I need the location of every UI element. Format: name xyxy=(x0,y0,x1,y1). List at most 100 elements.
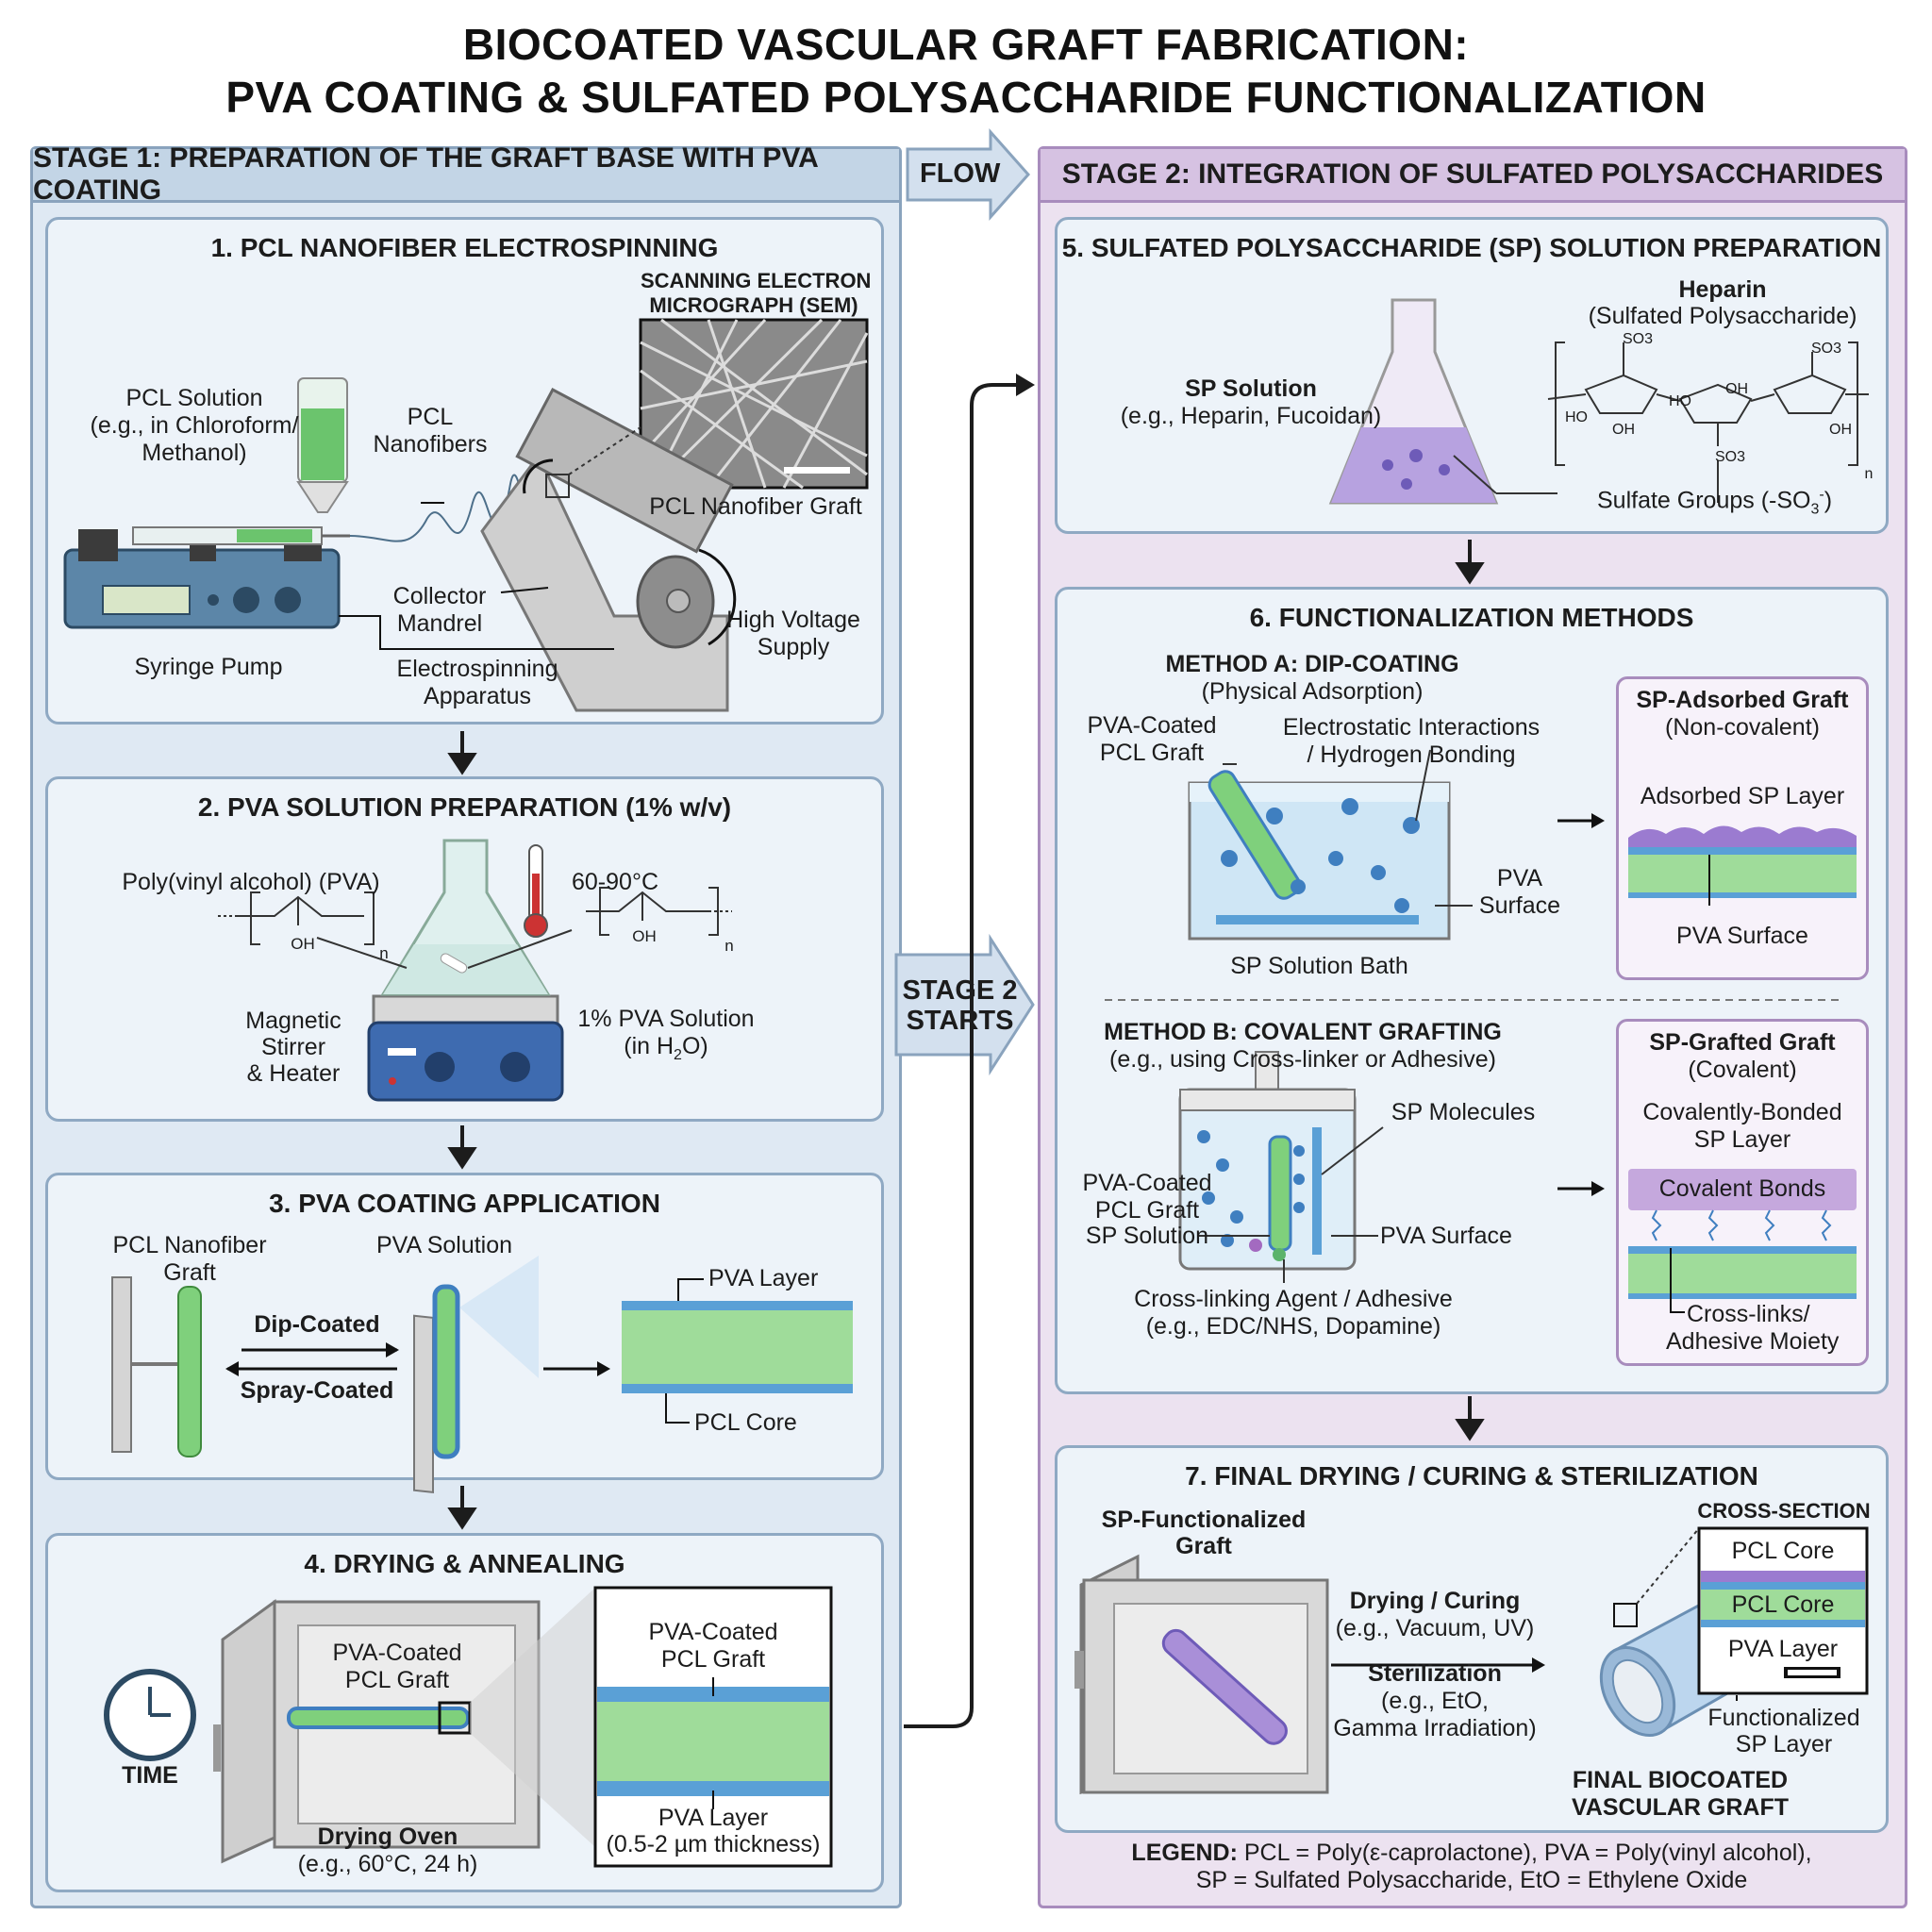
drying-illustration xyxy=(104,1586,833,1868)
step-4-title: 4. DRYING & ANNEALING xyxy=(304,1549,625,1578)
sp-grafted-box: SP-Grafted Graft (Covalent) Covalently-B… xyxy=(1616,1019,1869,1366)
pva-label: Poly(vinyl alcohol) (PVA) xyxy=(122,869,380,895)
method-b-subtitle: (e.g., using Cross-linker or Adhesive) xyxy=(1109,1046,1496,1073)
sp-bath-label: SP Solution Bath xyxy=(1230,953,1408,979)
pcl-solution-label-3: Methanol) xyxy=(142,440,247,466)
n-label-left: n xyxy=(379,944,389,962)
final-graft-label-1: FINAL BIOCOATED xyxy=(1572,1767,1789,1793)
spray-coated-label: Spray-Coated xyxy=(240,1377,394,1404)
method-b-agent-label-2: (e.g., EDC/NHS, Dopamine) xyxy=(1145,1313,1441,1340)
zoom-graft-label-1: PVA-Coated xyxy=(648,1619,778,1645)
heparin-label-1: Heparin xyxy=(1678,276,1767,303)
method-a-pva-label-2: Surface xyxy=(1478,892,1561,919)
time-label: TIME xyxy=(122,1762,178,1789)
final-graft-label-2: VASCULAR GRAFT xyxy=(1571,1794,1790,1821)
hv-label-1: High Voltage xyxy=(726,607,860,633)
coated-graft xyxy=(432,1284,460,1459)
sp-solution-illustration xyxy=(1328,298,1869,505)
heparin-label-2: (Sulfated Polysaccharide) xyxy=(1588,303,1857,329)
pva-solution-label-1: 1% PVA Solution xyxy=(577,1006,755,1032)
nanofibers-label-2: Nanofibers xyxy=(373,431,488,458)
adsorbed-layer-label: Adsorbed SP Layer xyxy=(1640,783,1845,809)
step-2-title: 2. PVA SOLUTION PREPARATION (1% w/v) xyxy=(197,792,732,822)
collector-label-1: Collector xyxy=(392,583,487,609)
func-layer-label-1: Functionalized xyxy=(1707,1705,1860,1731)
step-5-panel: 5. SULFATED POLYSACCHARIDE (SP) SOLUTION… xyxy=(1055,217,1889,534)
electrospinning-illustration xyxy=(63,318,869,712)
adsorbed-surface-label: PVA Surface xyxy=(1676,923,1808,949)
method-b-solution-label: SP Solution xyxy=(1085,1223,1209,1249)
stirrer-label-1: Magnetic xyxy=(245,1008,341,1034)
oven-graft-label-2: PCL Graft xyxy=(344,1667,450,1693)
collector-mandrel xyxy=(515,388,734,554)
stage2-start-label-2: STARTS xyxy=(906,1006,1014,1036)
sem-fibers xyxy=(639,318,869,490)
step-6-title: 6. FUNCTIONALIZATION METHODS xyxy=(1249,603,1694,632)
step-4-panel: 4. DRYING & ANNEALING TIME PVA-Coated PC… xyxy=(45,1533,884,1892)
pva-coating-illustration xyxy=(111,1256,853,1493)
pva-solution-label-2: (in H2O) xyxy=(624,1033,708,1063)
pva-solution-label: PVA Solution xyxy=(375,1232,513,1258)
legend-line-2: SP = Sulfated Polysaccharide, EtO = Ethy… xyxy=(1195,1867,1748,1893)
hot-plate-top xyxy=(372,994,559,1026)
syringe-pump-label: Syringe Pump xyxy=(134,654,283,680)
oh-label-right: OH xyxy=(632,927,657,945)
temperature-label: 60-90°C xyxy=(572,869,658,895)
grafted-title: SP-Grafted Graft xyxy=(1649,1029,1836,1056)
sp-molecules-b xyxy=(1197,1130,1305,1247)
cross-links-label-1: Cross-links/ xyxy=(1687,1301,1810,1327)
oh-label-3: OH xyxy=(1829,422,1852,438)
layer-diagram-pva-top xyxy=(622,1301,853,1310)
pva-preparation-illustration xyxy=(218,839,732,1102)
page-title-line-1: BIOCOATED VASCULAR GRAFT FABRICATION: xyxy=(462,20,1470,69)
cross-links-label-2: Adhesive Moiety xyxy=(1666,1328,1840,1355)
zoom-graft-label-2: PCL Graft xyxy=(660,1646,766,1673)
ho-label-1: HO xyxy=(1565,409,1588,425)
sterilization-label-2: (e.g., EtO, xyxy=(1381,1688,1489,1714)
method-b-surface-label: PVA Surface xyxy=(1380,1223,1512,1249)
spray-cone xyxy=(459,1256,539,1378)
method-a-graft-label-2: PCL Graft xyxy=(1099,740,1205,766)
stirrer-label-3: & Heater xyxy=(246,1060,341,1087)
covalent-graft xyxy=(1268,1135,1292,1252)
nanofibers-label-1: PCL xyxy=(407,404,454,430)
step-5-title: 5. SULFATED POLYSACCHARIDE (SP) SOLUTION… xyxy=(1061,233,1882,262)
func-layer-label-2: SP Layer xyxy=(1735,1731,1833,1757)
cross-section-label: CROSS-SECTION xyxy=(1697,1499,1871,1523)
page-title-line-2: PVA COATING & SULFATED POLYSACCHARIDE FU… xyxy=(225,73,1707,122)
zoom-layer-label-1: PVA Layer xyxy=(658,1805,769,1831)
oven-label-2: (e.g., 60°C, 24 h) xyxy=(297,1851,478,1877)
apparatus-label-2: Apparatus xyxy=(424,683,531,709)
collector-label-2: Mandrel xyxy=(396,610,483,637)
heparin-structure xyxy=(1547,341,1869,466)
stirrer-label-2: Stirrer xyxy=(260,1034,326,1060)
sem-label-2: MICROGRAPH (SEM) xyxy=(649,293,858,317)
so3-label-right: SO3 xyxy=(1810,341,1841,357)
apparatus-label-1: Electrospinning xyxy=(396,656,558,682)
graft-label-2: Graft xyxy=(163,1259,216,1286)
method-b-title: METHOD B: COVALENT GRAFTING xyxy=(1104,1019,1502,1045)
method-b-molecules-label: SP Molecules xyxy=(1391,1099,1536,1125)
legend-line-1: LEGEND: PCL = Poly(ε-caprolactone), PVA … xyxy=(1131,1840,1812,1866)
hot-plate-base xyxy=(367,1021,564,1102)
method-a-subtitle: (Physical Adsorption) xyxy=(1201,678,1424,705)
stage-connector-arrowhead xyxy=(1016,374,1035,396)
step-1-title: 1. PCL NANOFIBER ELECTROSPINNING xyxy=(210,233,719,262)
dip-graft xyxy=(1208,770,1302,900)
step-6-panel: 6. FUNCTIONALIZATION METHODS xyxy=(1055,587,1889,1394)
drying-label-1: Drying / Curing xyxy=(1349,1588,1521,1614)
pva-structure-left xyxy=(218,887,732,945)
functionalized-graft-label-1: SP-Functionalized xyxy=(1101,1507,1307,1533)
covalent-bonds-label: Covalent Bonds xyxy=(1658,1175,1826,1202)
stage2-start-label-1: STAGE 2 xyxy=(902,975,1018,1006)
method-a-interaction-label-2: / Hydrogen Bonding xyxy=(1307,741,1516,768)
step-7-title: 7. FINAL DRYING / CURING & STERILIZATION xyxy=(1185,1461,1758,1491)
dip-coated-label: Dip-Coated xyxy=(254,1311,380,1338)
sterilization-label-1: Sterilization xyxy=(1368,1660,1502,1687)
layer-mid-label: PCL Core xyxy=(1731,1591,1835,1618)
sem-label-1: SCANNING ELECTRON xyxy=(641,269,872,292)
oven-graft-label-1: PVA-Coated xyxy=(332,1640,462,1666)
stage-connector-line xyxy=(904,383,1024,1728)
zoom-layer-label-2: (0.5-2 µm thickness) xyxy=(606,1831,821,1857)
hv-label-2: Supply xyxy=(757,634,830,660)
